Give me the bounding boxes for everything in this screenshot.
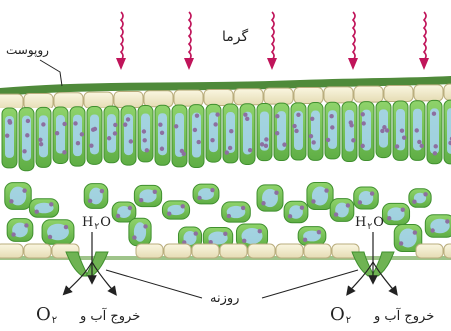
palisade-cell <box>104 106 119 163</box>
spongy-cell <box>7 219 33 242</box>
epidermis-cell <box>248 244 275 258</box>
epidermis-cell <box>324 87 353 103</box>
palisade-cell <box>291 103 306 160</box>
heat-arrow-head <box>419 58 429 70</box>
spongy-cell <box>307 183 333 210</box>
spongy-cell <box>425 215 451 238</box>
spongy-cell <box>409 189 431 208</box>
epidermis-cell <box>384 85 413 101</box>
palisade-cell <box>325 102 340 159</box>
epidermis-cell <box>416 244 443 258</box>
epidermis-cell <box>0 244 23 258</box>
palisade-cell <box>19 108 34 171</box>
heat-arrow <box>189 12 191 60</box>
stomata-label: روزنه <box>210 292 239 305</box>
palisade-cell <box>410 101 425 161</box>
epidermis-cell <box>444 244 451 258</box>
epidermis-cell <box>234 89 263 105</box>
palisade-cell <box>359 102 374 161</box>
palisade-cell <box>444 100 451 164</box>
spongy-cell <box>162 201 189 219</box>
spongy-cell <box>84 184 108 209</box>
spongy-cell <box>354 187 379 209</box>
heat-arrows <box>116 12 429 70</box>
exit-label-left: خروج آب و <box>80 310 140 323</box>
exit-label-right: خروج آب و <box>374 310 434 323</box>
heat-arrow-head <box>348 58 358 70</box>
epidermis-cell <box>84 92 113 108</box>
epidermis-cell <box>174 90 203 106</box>
epidermis-cell <box>24 93 53 109</box>
palisade-cell <box>70 107 85 166</box>
palisade-cell <box>257 103 272 160</box>
palisade-cell <box>427 100 442 163</box>
palisade-cell <box>189 105 204 168</box>
palisade-cell <box>393 101 408 160</box>
spongy-cell <box>42 220 74 245</box>
spongy-cell <box>222 202 251 222</box>
spongy-cell <box>298 227 326 246</box>
palisade-cell <box>138 106 153 162</box>
palisade-cell <box>2 108 17 168</box>
spongy-cell <box>257 185 283 211</box>
epidermis-cell <box>444 84 451 100</box>
water-label-left: H۲O <box>82 216 111 232</box>
spongy-cell <box>382 203 409 224</box>
cuticle-label: روپوست <box>6 44 49 56</box>
epidermis-cell <box>264 88 293 104</box>
palisade-cell <box>206 104 221 162</box>
heat-arrow <box>353 12 355 60</box>
spongy-cell <box>129 218 151 246</box>
epidermis-cell <box>114 91 143 107</box>
oxygen-label-right: O۲ <box>330 306 352 326</box>
spongy-cell <box>284 201 308 222</box>
palisade-cell <box>308 103 323 161</box>
palisade-cell <box>155 105 170 165</box>
palisade-cell <box>172 105 187 167</box>
epidermis-cell <box>276 244 303 258</box>
spongy-cell <box>5 183 31 210</box>
heat-arrow-head <box>184 58 194 70</box>
spongy-cell <box>134 185 161 206</box>
palisade-cell <box>240 104 255 165</box>
spongy-cell <box>193 184 219 204</box>
palisade-cell <box>274 103 289 160</box>
epidermis-cell <box>204 89 233 105</box>
epidermis-cell <box>304 244 331 258</box>
heat-arrow-head <box>116 58 126 70</box>
spongy-cell <box>29 199 58 218</box>
epidermis-cell <box>354 86 383 102</box>
oxygen-label-left: O۲ <box>36 306 58 326</box>
palisade-cell <box>87 106 102 164</box>
heat-label: گرما <box>222 30 248 44</box>
palisade-cell <box>342 102 357 162</box>
epidermis-cell <box>414 85 443 101</box>
heat-arrow <box>424 12 426 60</box>
spongy-cell <box>330 199 354 222</box>
epidermis-cell <box>220 244 247 258</box>
cuticle-pointer-line <box>40 60 62 86</box>
epidermis-cell <box>294 87 323 103</box>
epidermis-cell <box>144 91 173 107</box>
water-label-right: H۲O <box>355 216 384 232</box>
palisade-cell <box>223 104 238 163</box>
palisade-cell <box>36 107 51 167</box>
palisade-cell <box>53 107 68 163</box>
palisade-cell <box>121 106 136 165</box>
epidermis-cell <box>24 244 51 258</box>
epidermis-cell <box>192 244 219 258</box>
heat-arrow <box>272 12 274 60</box>
epidermis-cell <box>164 244 191 258</box>
epidermis-cell <box>136 244 163 258</box>
palisade-cell <box>376 101 391 157</box>
heat-arrow-head <box>267 58 277 70</box>
heat-arrow <box>121 12 123 60</box>
stoma-left <box>66 252 108 276</box>
spongy-cell <box>112 202 136 222</box>
